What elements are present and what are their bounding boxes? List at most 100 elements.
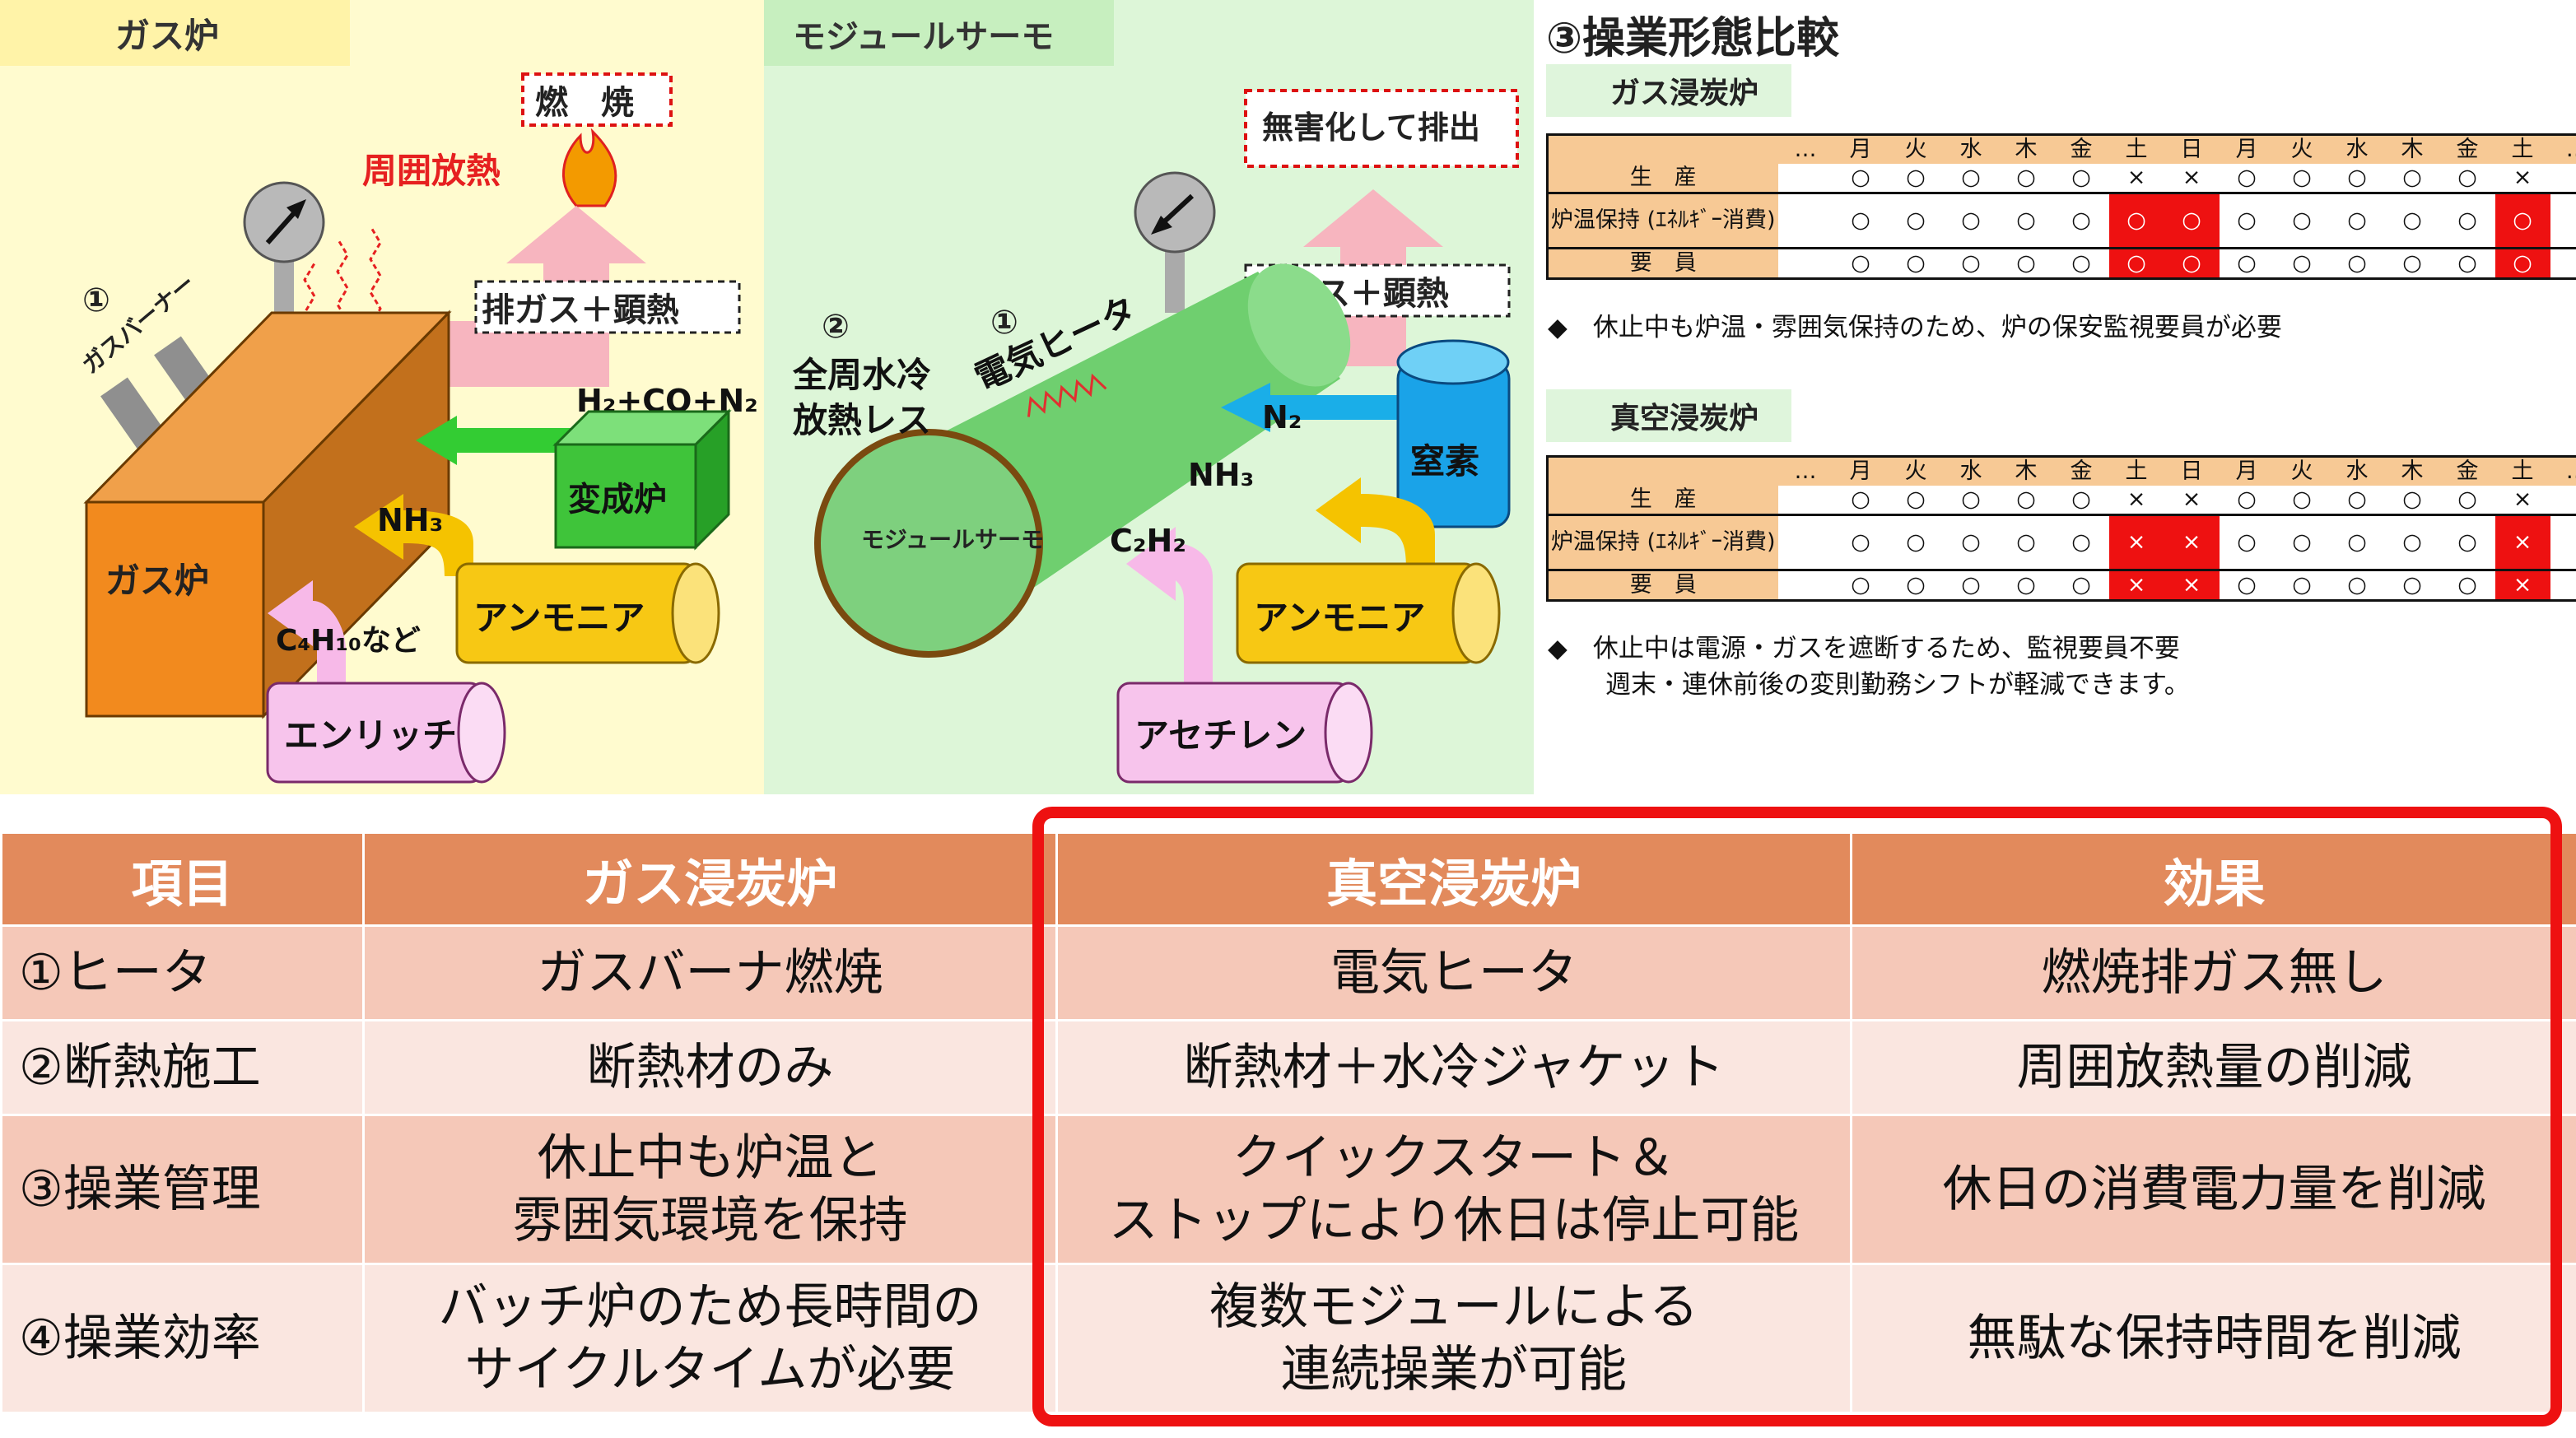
harmless-label: 無害化して排出 bbox=[1262, 109, 1480, 146]
schedule-cell: ○ bbox=[2384, 514, 2440, 571]
schedule-cell: ○ bbox=[2274, 248, 2330, 280]
schedule-cell: ○ bbox=[1833, 248, 1889, 280]
schedule-cell: ○ bbox=[2053, 486, 2109, 516]
schedule-cell: ○ bbox=[2384, 486, 2440, 516]
insul-label-1: 全周水冷 bbox=[792, 355, 931, 395]
schedule-cell: ○ bbox=[2164, 248, 2220, 280]
schedule-cell: ○ bbox=[2219, 248, 2275, 280]
schedule-cell: ○ bbox=[2384, 248, 2440, 280]
day-header: 水 bbox=[2329, 134, 2385, 164]
heater-coil-icon bbox=[1027, 373, 1107, 417]
schedule-cell: ○ bbox=[2329, 570, 2385, 602]
vacuum-furnace-label: 真空浸炭炉 bbox=[1546, 389, 1792, 442]
schedule-cell: ○ bbox=[2219, 164, 2275, 194]
schedule-cell: ○ bbox=[1943, 193, 1999, 249]
schedule-cell: ○ bbox=[2384, 193, 2440, 249]
schedule-cell: ○ bbox=[1943, 164, 1999, 194]
comparison-cell: ②断熱施工 bbox=[0, 1019, 365, 1116]
comparison-header: ガス浸炭炉 bbox=[362, 831, 1058, 927]
schedule-cell: × bbox=[2108, 486, 2164, 516]
comparison-cell: 複数モジュールによる 連続操業が可能 bbox=[1055, 1263, 1852, 1414]
day-header: … bbox=[2550, 134, 2576, 164]
schedule-cell: ○ bbox=[2494, 193, 2550, 249]
vacuum-note-1: ◆ 休止中は電源・ガスを遮断するため、監視要員不要 bbox=[1548, 634, 2180, 663]
schedule-cell: × bbox=[2164, 164, 2220, 194]
schedule-cell: ○ bbox=[1833, 514, 1889, 571]
c4h10-label: C₄H₁₀など bbox=[276, 624, 421, 658]
schedule-cell: ○ bbox=[2329, 248, 2385, 280]
module-cylinder-end bbox=[814, 429, 1043, 658]
day-header: 土 bbox=[2494, 134, 2550, 164]
comparison-cell: 休日の消費電力量を削減 bbox=[1850, 1114, 2576, 1265]
schedule-cell: ○ bbox=[2439, 164, 2495, 194]
schedule-cell: ○ bbox=[2219, 486, 2275, 516]
schedule-cell: ○ bbox=[1943, 514, 1999, 571]
schedule-cell: ○ bbox=[2274, 486, 2330, 516]
acetylene-label: アセチレン bbox=[1134, 715, 1307, 756]
gas-nh3-label: NH₃ bbox=[377, 502, 443, 538]
module-panel-title: モジュールサーモ bbox=[793, 18, 1054, 56]
schedule-cell: ○ bbox=[1833, 193, 1889, 249]
schedule-cell: ○ bbox=[2439, 486, 2495, 516]
comparison-cell: 燃焼排ガス無し bbox=[1850, 924, 2576, 1021]
schedule-cell: ○ bbox=[1943, 486, 1999, 516]
schedule-cell: ○ bbox=[1888, 486, 1944, 516]
enrich-arrow bbox=[268, 580, 346, 708]
day-header: 火 bbox=[1888, 134, 1944, 164]
schedule-cell: × bbox=[2108, 164, 2164, 194]
schedule-cell: ○ bbox=[2439, 248, 2495, 280]
comparison-cell: 断熱材＋水冷ジャケット bbox=[1055, 1019, 1852, 1116]
schedule-cell: ○ bbox=[1998, 193, 2054, 249]
nitrogen-label: 窒素 bbox=[1410, 441, 1479, 482]
day-header: … bbox=[1777, 134, 1833, 164]
schedule-cell: ○ bbox=[2108, 193, 2164, 249]
comparison-cell: 電気ヒータ bbox=[1055, 924, 1852, 1021]
schedule-cell: ○ bbox=[2274, 514, 2330, 571]
day-header: 金 bbox=[2439, 456, 2495, 486]
schedule-cell: × bbox=[2494, 570, 2550, 602]
comparison-cell: ④操業効率 bbox=[0, 1263, 365, 1414]
day-header: 月 bbox=[1833, 134, 1889, 164]
schedule-cell: ○ bbox=[1833, 164, 1889, 194]
day-header: 火 bbox=[2274, 456, 2330, 486]
schedule-cell: ○ bbox=[2329, 514, 2385, 571]
module-ammonia-label: アンモニア bbox=[1254, 598, 1425, 638]
comparison-cell: ①ヒータ bbox=[0, 924, 365, 1021]
comparison-cell: 無駄な保持時間を削減 bbox=[1850, 1263, 2576, 1414]
schedule-cell: ○ bbox=[1833, 570, 1889, 602]
c2h2-arrow bbox=[1126, 527, 1213, 708]
schedule-cell: ○ bbox=[2219, 570, 2275, 602]
module-nh3-arrow bbox=[1316, 477, 1435, 568]
enrich-label: エンリッチ bbox=[284, 715, 457, 756]
row-label: 生 産 bbox=[1547, 164, 1778, 194]
comparison-cell: クイックスタート＆ ストップにより休日は停止可能 bbox=[1055, 1114, 1852, 1265]
gas-furnace-box bbox=[85, 500, 265, 718]
heater-number: ① bbox=[990, 304, 1018, 342]
combustion-label: 燃 焼 bbox=[535, 84, 634, 122]
furnace-label: ガス炉 bbox=[105, 561, 209, 601]
day-header: 月 bbox=[1833, 456, 1889, 486]
schedule-cell: ○ bbox=[2274, 193, 2330, 249]
schedule-cell: ○ bbox=[2439, 193, 2495, 249]
highlight-frame bbox=[1032, 807, 2562, 1426]
row-label: 要 員 bbox=[1547, 570, 1778, 602]
day-header: … bbox=[2550, 456, 2576, 486]
schedule-cell: ○ bbox=[2108, 248, 2164, 280]
nh3-arrow bbox=[354, 494, 473, 576]
n2-label: N₂ bbox=[1262, 399, 1302, 435]
comparison-cell: 周囲放熱量の削減 bbox=[1850, 1019, 2576, 1116]
schedule-cell: ○ bbox=[1998, 486, 2054, 516]
day-header: 土 bbox=[2108, 456, 2164, 486]
schedule-cell: ○ bbox=[2494, 248, 2550, 280]
schedule-cell: ○ bbox=[2439, 514, 2495, 571]
schedule-cell: ○ bbox=[1998, 570, 2054, 602]
converter-arrow bbox=[416, 416, 576, 465]
day-header: 日 bbox=[2164, 134, 2220, 164]
comparison-cell: 休止中も炉温と 雰囲気環境を保持 bbox=[362, 1114, 1058, 1265]
schedule-cell: ○ bbox=[1888, 570, 1944, 602]
insul-label-2: 放熱レス bbox=[793, 400, 931, 440]
schedule-cell: ○ bbox=[2053, 514, 2109, 571]
day-header: 水 bbox=[1943, 134, 1999, 164]
